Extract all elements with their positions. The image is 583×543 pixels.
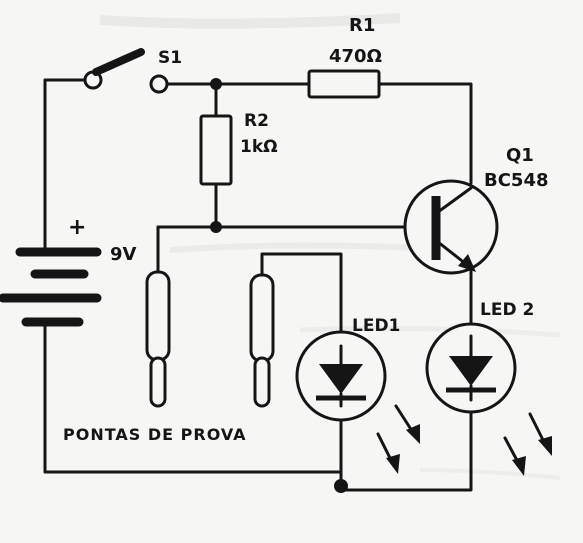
r1-name: R1 xyxy=(349,15,375,36)
switch-s1 xyxy=(83,48,169,94)
wire-probe-right xyxy=(260,252,343,348)
probe-right xyxy=(249,273,275,408)
led1 xyxy=(295,330,387,422)
led1-light-arrows xyxy=(376,404,420,474)
battery-voltage: 9V xyxy=(110,244,137,265)
wires xyxy=(43,78,473,492)
r2-name: R2 xyxy=(244,111,269,131)
led2 xyxy=(425,322,517,414)
junction-dot xyxy=(210,221,222,233)
q1-part: BC548 xyxy=(484,170,549,191)
battery-9v xyxy=(0,247,102,327)
wire-top-right xyxy=(377,82,473,185)
probe-left xyxy=(145,270,171,408)
resistor-r1 xyxy=(307,69,381,99)
r2-value: 1kΩ xyxy=(240,137,278,157)
led1-label: LED1 xyxy=(352,316,400,336)
wire-left-bottom xyxy=(43,323,343,474)
battery-polarity: + xyxy=(68,215,86,240)
led2-light-arrows xyxy=(503,412,552,476)
r1-value: 470Ω xyxy=(329,46,382,67)
junction-dot xyxy=(334,479,348,493)
transistor-q1 xyxy=(403,179,499,275)
switch-label: S1 xyxy=(158,48,182,68)
wire-left-top xyxy=(43,78,92,252)
led2-label: LED 2 xyxy=(480,300,534,320)
resistor-r2 xyxy=(199,114,233,186)
wire-led2-bottom xyxy=(339,398,473,492)
q1-name: Q1 xyxy=(506,145,534,166)
probes-label: PONTAS DE PROVA xyxy=(63,425,247,444)
junction-dot xyxy=(210,78,222,90)
